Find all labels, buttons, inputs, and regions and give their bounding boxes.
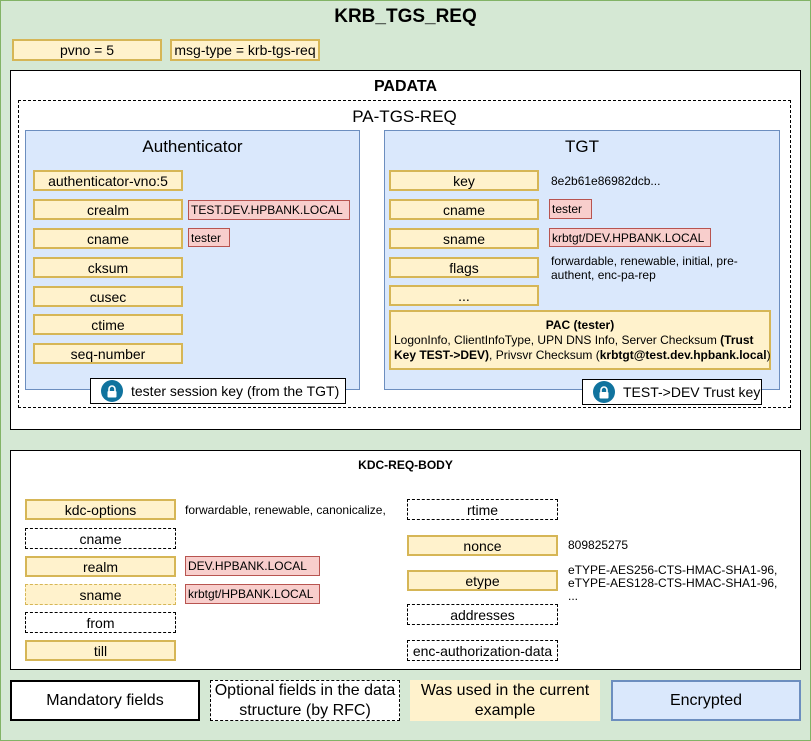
nonce-field: nonce <box>407 535 558 556</box>
pvno-field: pvno = 5 <box>12 39 162 61</box>
rtime-field: rtime <box>407 499 558 520</box>
nonce-value: 809825275 <box>568 538 629 552</box>
pa-tgs-req-box <box>18 100 791 408</box>
realm-field: realm <box>25 556 176 577</box>
etype-field: etype <box>407 570 558 591</box>
crealm-value: TEST.DEV.HPBANK.LOCAL <box>188 200 350 220</box>
body-sname-value: krbtgt/HPBANK.LOCAL <box>185 584 320 604</box>
body-sname-field: sname <box>25 584 176 605</box>
session-key-text: tester session key (from the TGT) <box>131 383 340 399</box>
authenticator-vno-field: authenticator-vno:5 <box>33 170 183 191</box>
session-key-label: tester session key (from the TGT) <box>90 378 346 404</box>
trust-key-label: TEST->DEV Trust key <box>582 379 762 405</box>
pac-line1: LogonInfo, ClientInfoType, UPN DNS Info,… <box>394 333 717 347</box>
pac-close: ) <box>766 348 771 362</box>
cname-field: cname <box>33 228 183 249</box>
authenticator-title: Authenticator <box>142 137 243 156</box>
pa-tgs-req-title: PA-TGS-REQ <box>352 107 457 126</box>
tgt-flags-field: flags <box>389 257 539 278</box>
pac-title: PAC (tester) <box>545 318 615 332</box>
realm-value: DEV.HPBANK.LOCAL <box>185 556 320 576</box>
tgt-key-field: key <box>389 170 539 191</box>
legend-used: Was used in the current example <box>410 680 600 721</box>
diagram-title: KRB_TGS_REQ <box>334 6 477 27</box>
legend-mandatory: Mandatory fields <box>10 680 200 721</box>
etype-value-3: ... <box>568 589 579 603</box>
tgt-sname-field: sname <box>389 228 539 249</box>
pac-privsvr: , Privsvr Checksum ( <box>489 348 600 362</box>
tgt-title: TGT <box>565 137 599 156</box>
tgt-more-field: ... <box>389 285 539 306</box>
lock-icon <box>101 380 123 402</box>
pac-privsvr-key: krbtgt@test.dev.hpbank.local <box>599 348 767 362</box>
lock-icon <box>593 381 615 403</box>
trust-key-text: TEST->DEV Trust key <box>623 384 761 400</box>
tgt-flags-value: forwardable, renewable, initial, pre-aut… <box>551 254 738 282</box>
crealm-field: crealm <box>33 199 183 220</box>
tgt-cname-value: tester <box>549 199 592 219</box>
enc-authorization-data-field: enc-authorization-data <box>407 640 558 661</box>
tgt-cname-field: cname <box>389 199 539 220</box>
ctime-field: ctime <box>33 314 183 335</box>
cusec-field: cusec <box>33 286 183 307</box>
legend-encrypted: Encrypted <box>611 680 801 721</box>
pac-trust-key: (Trust Key TEST->DEV) <box>394 333 754 362</box>
etype-values: eTYPE-AES256-CTS-HMAC-SHA1-96, eTYPE-AES… <box>568 564 777 603</box>
msg-type-field: msg-type = krb-tgs-req <box>170 39 320 61</box>
pac-contents: LogonInfo, ClientInfoType, UPN DNS Info,… <box>394 333 778 363</box>
legend-optional: Optional fields in the data structure (b… <box>210 680 400 721</box>
padata-title: PADATA <box>373 78 438 95</box>
etype-value-2: eTYPE-AES128-CTS-HMAC-SHA1-96, <box>568 576 778 590</box>
etype-value-1: eTYPE-AES256-CTS-HMAC-SHA1-96, <box>568 563 778 577</box>
addresses-field: addresses <box>407 604 558 625</box>
till-field: till <box>25 640 176 661</box>
seq-number-field: seq-number <box>33 343 183 364</box>
kdc-req-body-title: KDC-REQ-BODY <box>358 458 453 472</box>
body-cname-field: cname <box>25 528 176 549</box>
pac-box <box>389 310 771 370</box>
auth-cname-value: tester <box>188 228 230 247</box>
kdc-options-field: kdc-options <box>25 499 176 520</box>
from-field: from <box>25 612 176 633</box>
tgt-key-value: 8e2b61e86982dcb... <box>551 174 661 188</box>
cksum-field: cksum <box>33 257 183 278</box>
kdc-options-value: forwardable, renewable, canonicalize, <box>185 503 386 517</box>
tgt-sname-value: krbtgt/DEV.HPBANK.LOCAL <box>549 228 711 247</box>
